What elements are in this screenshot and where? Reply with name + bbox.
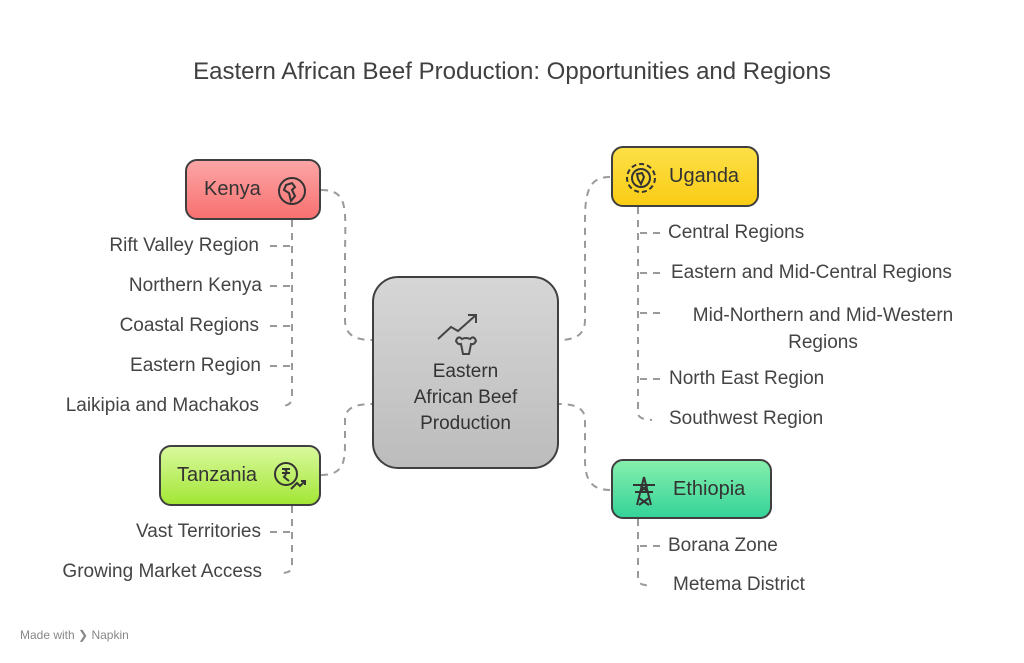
uganda-node: Uganda — [611, 146, 759, 207]
uganda-item: Southwest Region — [669, 408, 824, 429]
uganda-item: Mid-Northern and Mid-Western Regions — [692, 305, 954, 353]
kenya-item: Coastal Regions — [119, 315, 259, 336]
uganda-item: Eastern and Mid-Central Regions — [671, 262, 952, 283]
cattle-growth-icon — [436, 313, 477, 355]
ethiopia-node: Ethiopia — [611, 459, 772, 519]
kenya-item: Eastern Region — [130, 355, 261, 376]
made-with-label: Made with — [20, 628, 75, 642]
kenya-label: Kenya — [204, 178, 261, 200]
uganda-item: North East Region — [669, 368, 825, 389]
central-label-line: Eastern — [432, 360, 499, 382]
ethiopia-label: Ethiopia — [673, 477, 746, 500]
tanzania-label: Tanzania — [177, 464, 258, 486]
central-label-line: African Beef — [413, 386, 518, 408]
rupee-growth-icon — [274, 462, 306, 490]
uganda-item: Central Regions — [668, 222, 805, 243]
napkin-logo-icon: ❯ — [78, 628, 89, 642]
globe-africa-icon — [278, 177, 306, 205]
ethiopia-item: Metema District — [673, 574, 805, 595]
tanzania-item: Vast Territories — [136, 521, 261, 542]
central-node: Eastern African Beef Production — [372, 276, 559, 469]
tanzania-node: Tanzania — [159, 445, 321, 506]
diagram-title: Eastern African Beef Production: Opportu… — [193, 58, 831, 85]
brand-label: Napkin — [91, 628, 129, 642]
uganda-label: Uganda — [669, 165, 740, 187]
kenya-item: Laikipia and Machakos — [65, 395, 259, 416]
power-tower-icon — [633, 476, 655, 506]
footer-branding: Made with ❯ Napkin — [20, 628, 129, 642]
kenya-node: Kenya — [185, 159, 321, 220]
tanzania-item: Growing Market Access — [62, 561, 262, 582]
ethiopia-item: Borana Zone — [668, 535, 778, 556]
kenya-item: Northern Kenya — [128, 275, 262, 296]
central-label-line: Production — [420, 412, 511, 434]
africa-target-icon — [626, 163, 656, 193]
kenya-item: Rift Valley Region — [109, 235, 259, 256]
